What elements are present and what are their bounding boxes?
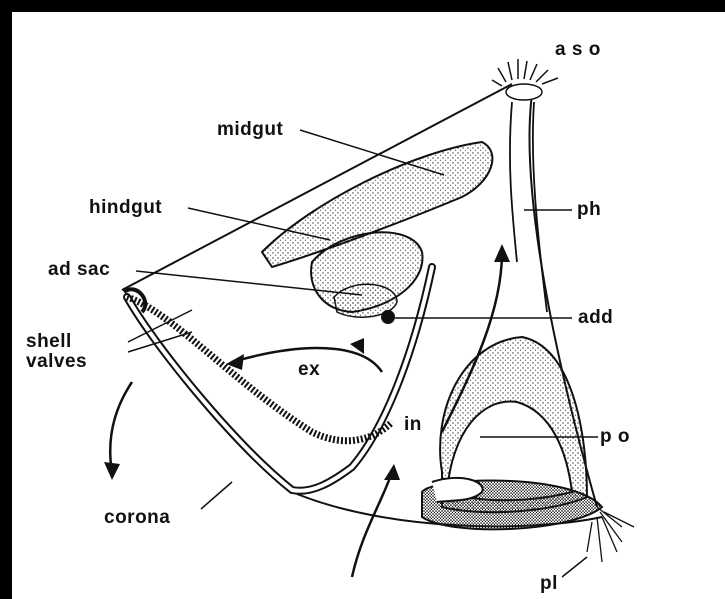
adductor-dot (381, 310, 395, 324)
pharynx (510, 102, 547, 312)
label-pl: pl (540, 574, 558, 593)
label-ph: ph (577, 200, 601, 219)
pedal-organ (422, 337, 602, 529)
foot-bristles (587, 507, 634, 562)
diagram-frame: a s o midgut hindgut ph ad sac add shell… (12, 12, 725, 599)
label-midgut: midgut (217, 120, 283, 139)
label-in: in (404, 415, 422, 434)
apical-sense-organ (492, 59, 558, 100)
label-aso: a s o (555, 40, 601, 59)
label-add: add (578, 308, 613, 327)
label-po: p o (600, 427, 630, 446)
label-valves: valves (26, 352, 87, 372)
label-ex: ex (298, 360, 320, 379)
label-corona: corona (104, 508, 170, 527)
label-shell: shell (26, 332, 72, 352)
label-ad-sac: ad sac (48, 260, 110, 279)
label-hindgut: hindgut (89, 198, 162, 217)
